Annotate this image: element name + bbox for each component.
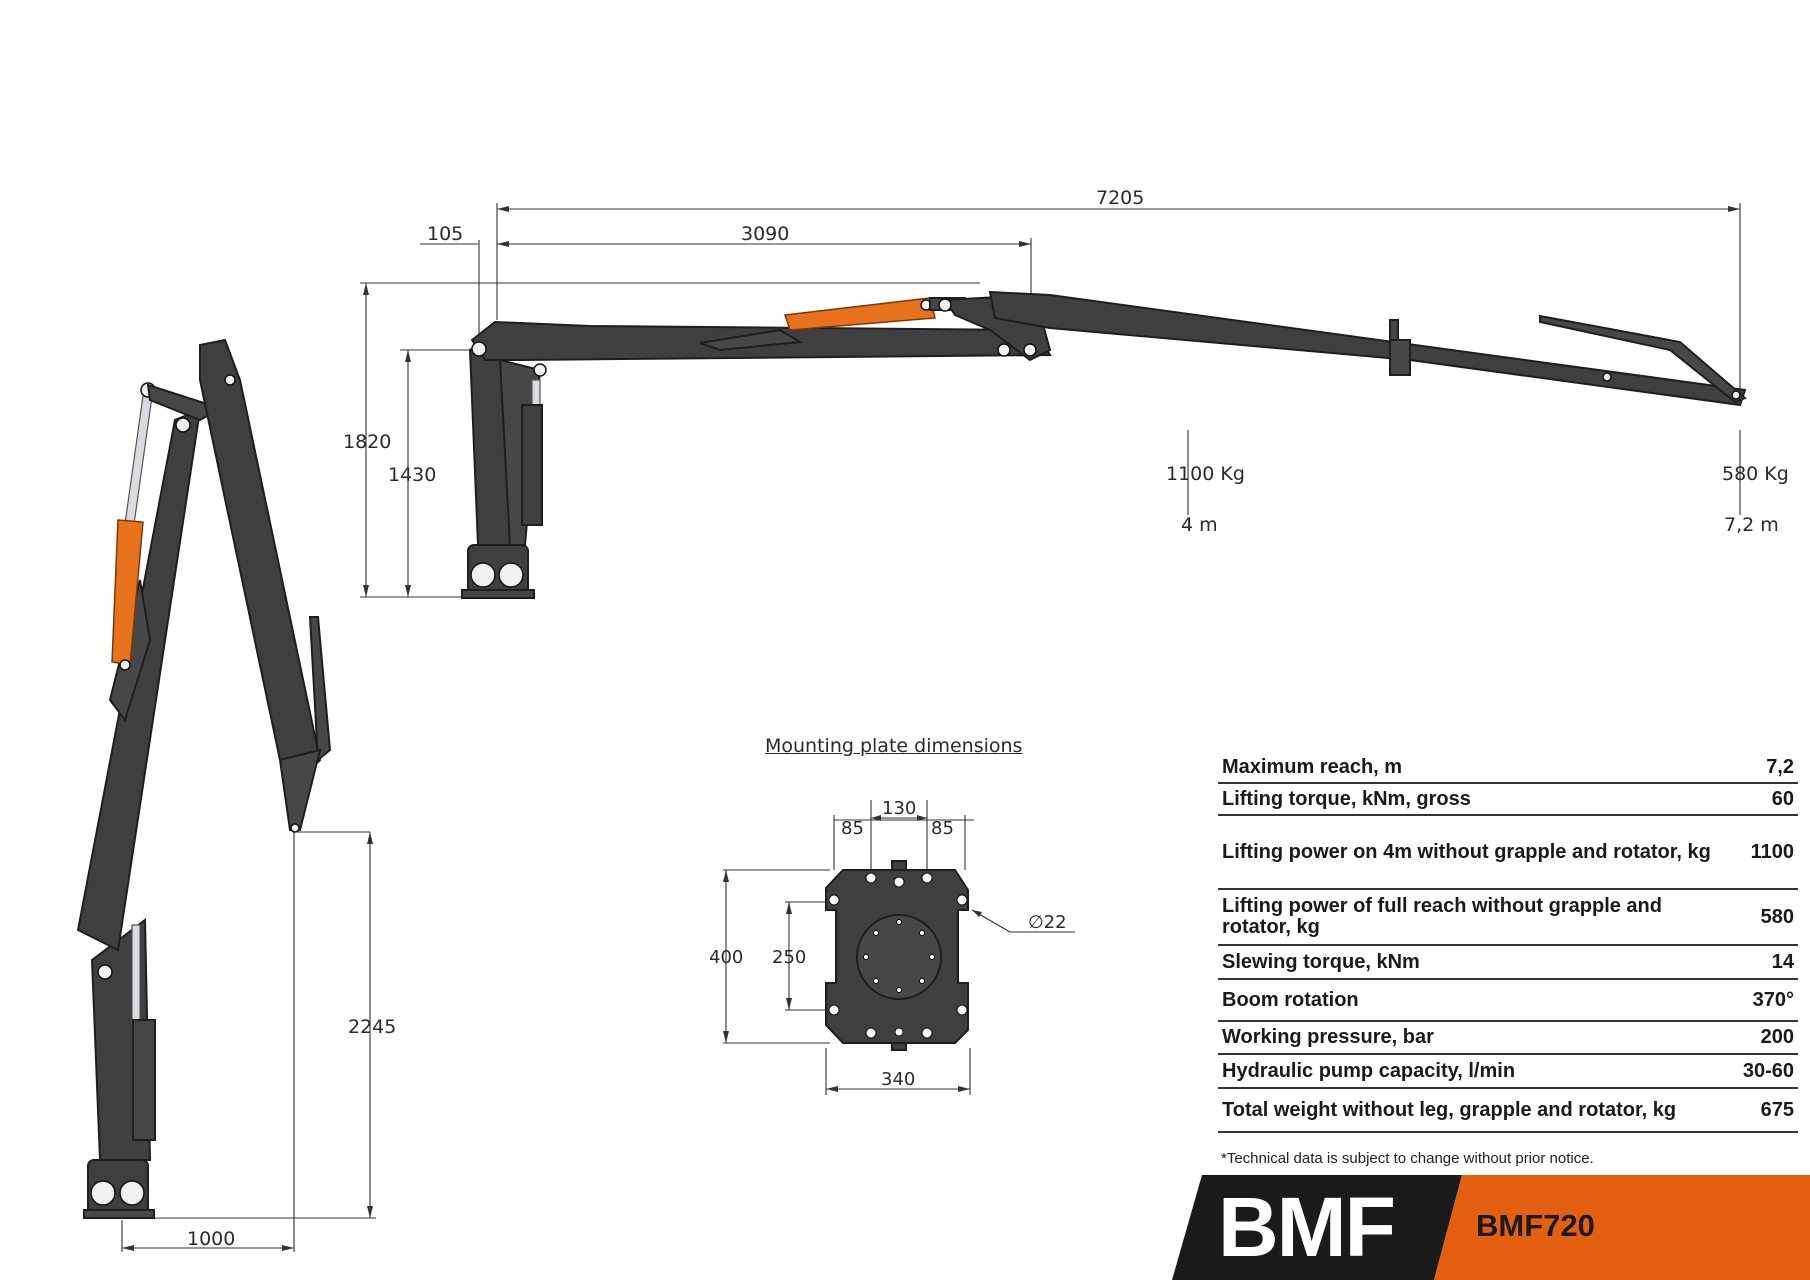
- spec-value: 200: [1720, 1021, 1798, 1055]
- spec-row: Lifting power on 4m without grapple and …: [1218, 815, 1798, 890]
- spec-table: Maximum reach, m 7,2 Lifting torque, kNm…: [1218, 752, 1798, 1133]
- spec-row: Slewing torque, kNm 14: [1218, 945, 1798, 980]
- mounting-plate-title: Mounting plate dimensions: [765, 735, 1023, 757]
- dim-total-height: 1820: [343, 431, 391, 453]
- spec-label: Lifting power on 4m without grapple and …: [1218, 815, 1720, 890]
- disclaimer-note: *Technical data is subject to change wit…: [1221, 1150, 1594, 1167]
- spec-label: Lifting torque, kNm, gross: [1218, 783, 1720, 816]
- spec-value: 60: [1720, 783, 1798, 816]
- spec-value: 30-60: [1720, 1054, 1798, 1089]
- spec-value: 14: [1720, 945, 1798, 980]
- plate-dim-width: 340: [881, 1069, 915, 1090]
- crane-folded-view: 2245 1000: [76, 338, 396, 1252]
- plate-dim-top-left: 85: [841, 818, 864, 839]
- dim-offset: 105: [427, 223, 463, 245]
- dim-folded-height: 2245: [348, 1016, 396, 1038]
- spec-label: Slewing torque, kNm: [1218, 945, 1720, 980]
- spec-value: 580: [1720, 889, 1798, 946]
- spec-label: Boom rotation: [1218, 979, 1720, 1022]
- mounting-plate-diagram: 130 85 85 400 250 340: [709, 798, 1075, 1095]
- spec-label: Working pressure, bar: [1218, 1021, 1720, 1055]
- plate-dim-height-inner: 250: [772, 947, 806, 968]
- spec-label: Maximum reach, m: [1218, 752, 1720, 784]
- brand-orange-panel: [1434, 1175, 1810, 1280]
- dim-folded-width: 1000: [187, 1228, 235, 1250]
- dim-overall-reach: 7205: [1096, 187, 1144, 209]
- plate-hole-diameter: ∅22: [1028, 912, 1067, 933]
- brand-bar: BMF BMF720: [1172, 1175, 1810, 1280]
- bmf-logo: BMF: [1218, 1180, 1396, 1274]
- plate-dim-top-center: 130: [882, 798, 916, 819]
- load-full-value: 580 Kg: [1722, 463, 1789, 485]
- brand-black-panel: [1172, 1175, 1462, 1280]
- dim-first-boom: 3090: [741, 223, 789, 245]
- spec-row: Boom rotation 370°: [1218, 979, 1798, 1022]
- spec-row: Working pressure, bar 200: [1218, 1021, 1798, 1055]
- plate-dim-top-right: 85: [931, 818, 954, 839]
- load-4m-distance: 4 m: [1181, 514, 1218, 536]
- spec-row: Total weight without leg, grapple and ro…: [1218, 1088, 1798, 1133]
- crane-extended-view: 7205 105 3090 1820 1430 1100 Kg 4 m 580 …: [343, 187, 1789, 599]
- spec-value: 675: [1720, 1088, 1798, 1133]
- spec-value: 7,2: [1720, 752, 1798, 784]
- spec-value: 370°: [1720, 979, 1798, 1022]
- spec-row: Lifting power of full reach without grap…: [1218, 889, 1798, 946]
- spec-row: Maximum reach, m 7,2: [1218, 752, 1798, 784]
- spec-label: Hydraulic pump capacity, l/min: [1218, 1054, 1720, 1089]
- dim-column-height: 1430: [388, 464, 436, 486]
- spec-value: 1100: [1720, 815, 1798, 890]
- spec-label: Total weight without leg, grapple and ro…: [1218, 1088, 1720, 1133]
- spec-row: Hydraulic pump capacity, l/min 30-60: [1218, 1054, 1798, 1089]
- plate-dim-height-outer: 400: [709, 947, 743, 968]
- load-full-distance: 7,2 m: [1724, 514, 1779, 536]
- spec-row: Lifting torque, kNm, gross 60: [1218, 783, 1798, 816]
- spec-label: Lifting power of full reach without grap…: [1218, 889, 1720, 946]
- load-4m-value: 1100 Kg: [1166, 463, 1245, 485]
- model-name: BMF720: [1476, 1208, 1595, 1243]
